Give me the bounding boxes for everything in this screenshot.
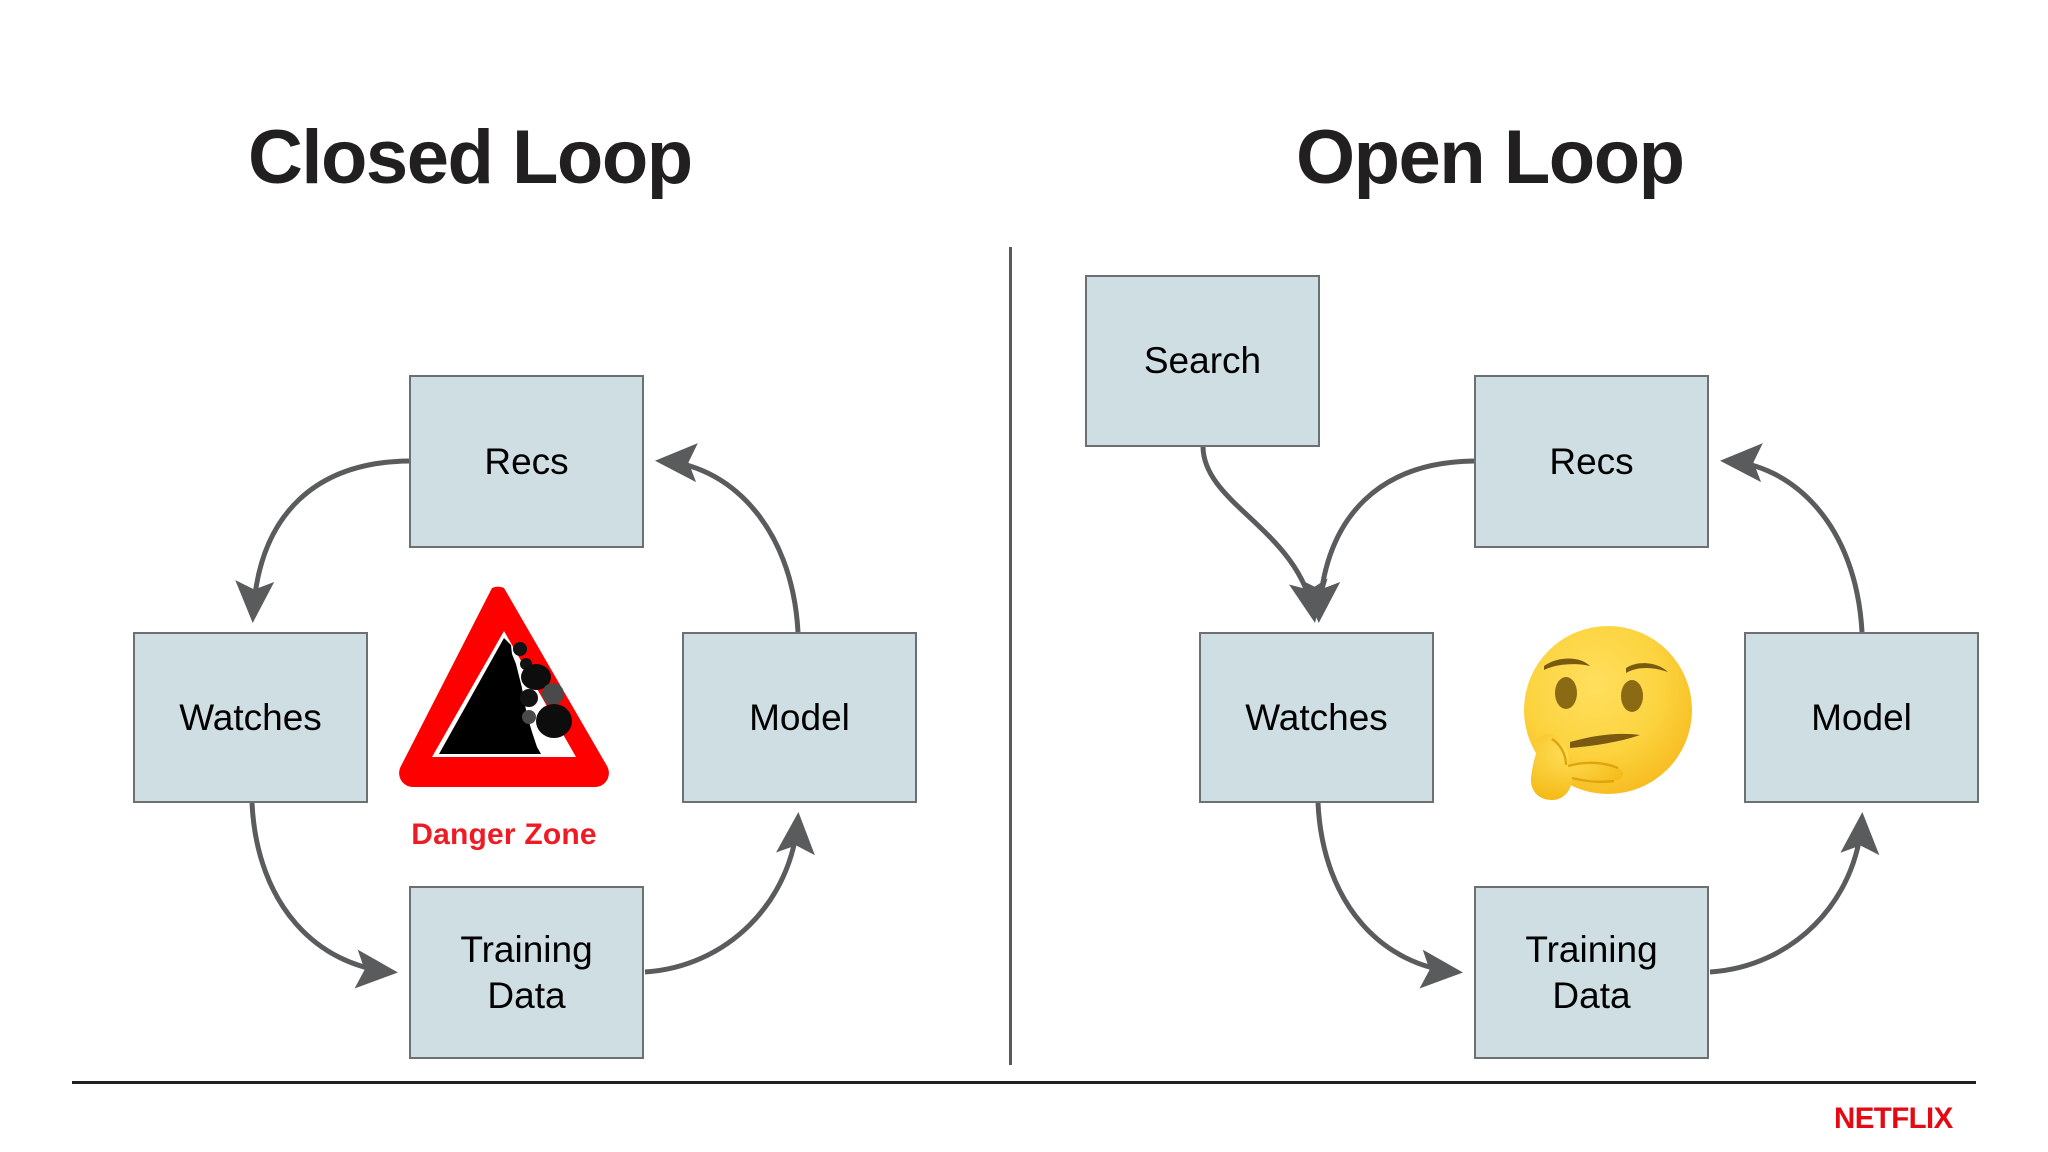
page-title-open-loop: Open Loop xyxy=(1296,115,1685,200)
arrow-model-to-recs-right xyxy=(1720,443,1865,633)
arrow-training-to-model-right xyxy=(1709,812,1880,975)
arrow-watches-to-training-right xyxy=(1315,802,1463,989)
training-data-line-2: Data xyxy=(1552,974,1631,1016)
arrow-watches-to-training-left xyxy=(249,802,398,989)
danger-zone-label: Danger Zone xyxy=(411,818,597,851)
arrow-recs-to-watches-right xyxy=(1301,458,1475,623)
node-training-data-closed-loop[interactable]: Training Data xyxy=(409,886,644,1059)
panel-divider xyxy=(1009,247,1012,1065)
training-data-line-1: Training xyxy=(460,929,593,971)
node-recs-open-loop[interactable]: Recs xyxy=(1474,375,1709,548)
arrow-recs-to-watches-left xyxy=(235,458,410,623)
node-search-open-loop[interactable]: Search xyxy=(1085,275,1320,447)
netflix-wordmark-text: NETFLIX xyxy=(1834,1102,1954,1135)
training-data-line-1: Training xyxy=(1525,929,1658,971)
node-model-closed-loop[interactable]: Model xyxy=(682,632,917,803)
netflix-logo: NETFLIX xyxy=(1834,1102,2004,1136)
falling-rocks-warning-icon xyxy=(399,586,609,787)
footer-rule xyxy=(72,1081,1976,1084)
arrow-training-to-model-left xyxy=(644,812,815,975)
node-model-open-loop[interactable]: Model xyxy=(1744,632,1979,803)
node-watches-open-loop[interactable]: Watches xyxy=(1199,632,1434,803)
arrow-model-to-recs-left xyxy=(655,443,801,633)
node-watches-closed-loop[interactable]: Watches xyxy=(133,632,368,803)
node-training-data-open-loop[interactable]: Training Data xyxy=(1474,886,1709,1059)
page-title-closed-loop: Closed Loop xyxy=(248,115,693,200)
training-data-line-2: Data xyxy=(487,974,566,1016)
node-recs-closed-loop[interactable]: Recs xyxy=(409,375,644,548)
arrow-search-to-watches xyxy=(1200,446,1328,623)
thinking-face-icon xyxy=(1524,626,1692,800)
